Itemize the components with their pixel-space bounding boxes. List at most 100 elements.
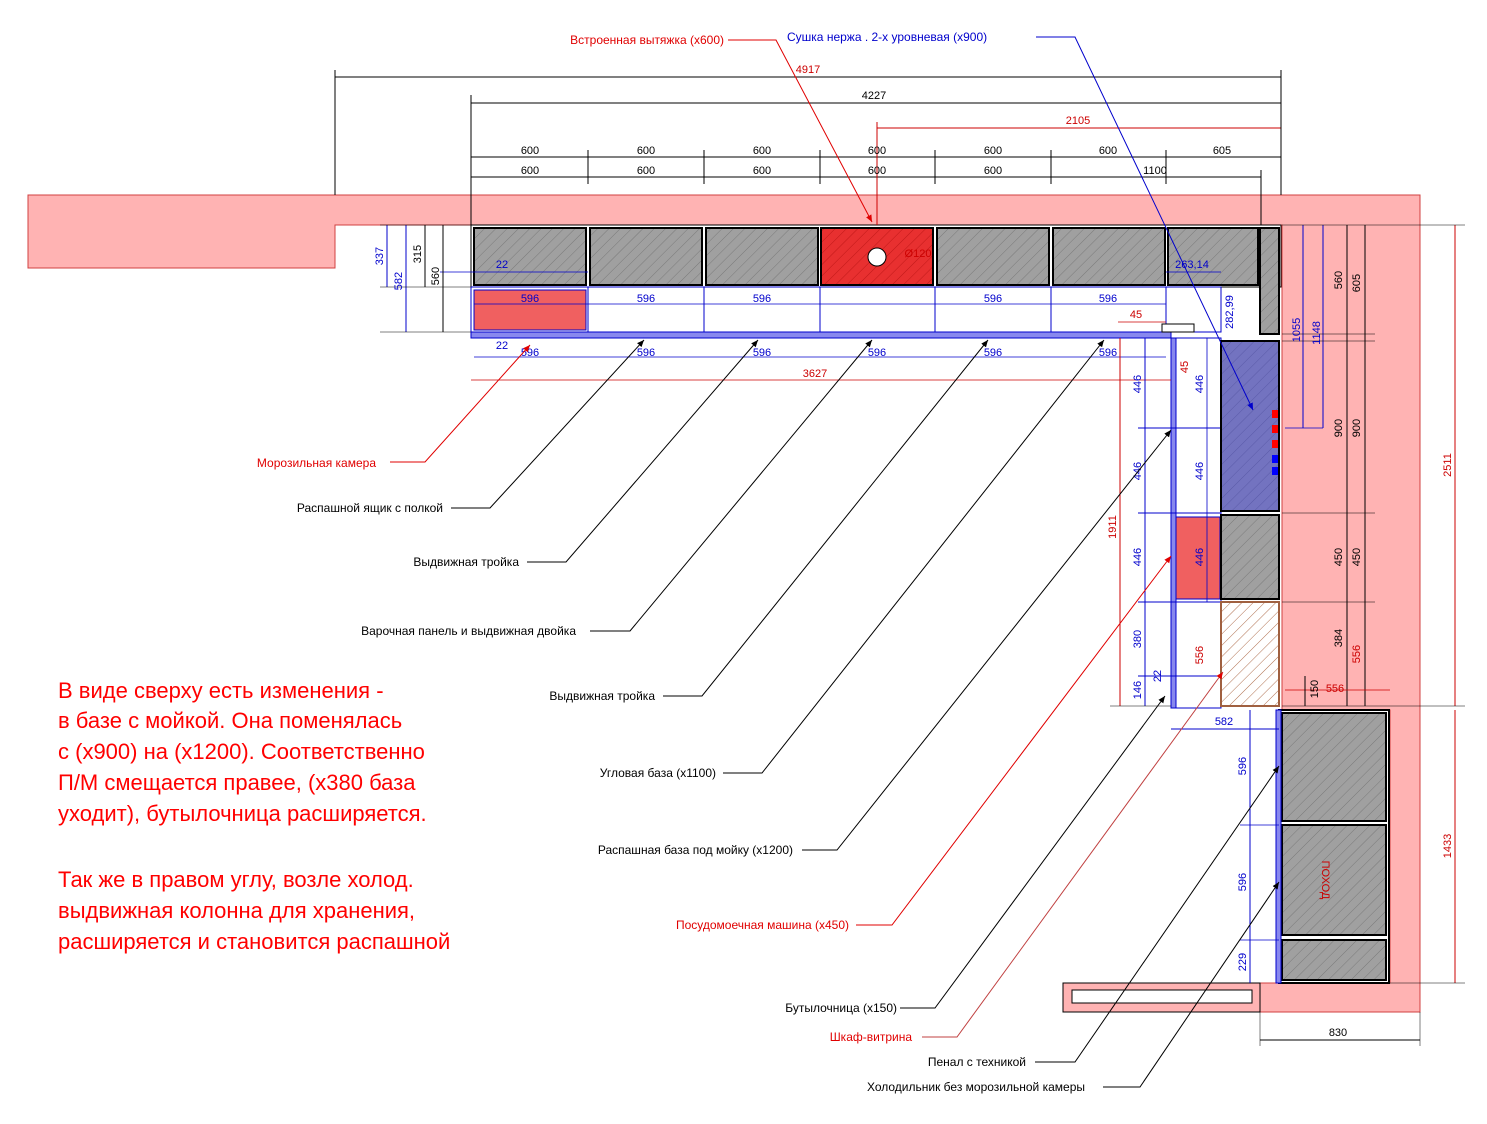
- dim-2511: 2511: [1442, 453, 1454, 477]
- label-swing-drawer: Распашной ящик с полкой: [297, 501, 443, 515]
- dim-582: 582: [393, 272, 405, 290]
- dim-560r: 560: [1333, 271, 1345, 289]
- label-showcase: Шкаф-витрина: [830, 1030, 913, 1044]
- upper-dim-4: 596: [1099, 293, 1117, 305]
- note-line-3: с (х900) на (х1200). Соответственно: [58, 739, 425, 764]
- dim-446e: 446: [1194, 462, 1206, 480]
- lower-dim-2: 596: [753, 347, 771, 359]
- label-sink-base: Распашная база под мойку (х1200): [598, 843, 793, 857]
- dim-2105: 2105: [1066, 115, 1090, 127]
- upper-dim-2: 596: [753, 293, 771, 305]
- dim-596a: 596: [1237, 757, 1249, 775]
- dim-1911: 1911: [1107, 515, 1119, 539]
- lower-inner-dims: 596 596 596 596 596 596: [474, 347, 1166, 359]
- dim-596b: 596: [1237, 873, 1249, 891]
- label-pullout-triple-1: Выдвижная тройка: [413, 555, 519, 569]
- dim-row1-6: 605: [1213, 145, 1231, 157]
- dim-560: 560: [430, 267, 442, 285]
- dim-229: 229: [1237, 953, 1249, 971]
- dim-1055: 1055: [1291, 318, 1303, 342]
- pohod-label: ПОХОД: [1319, 861, 1331, 900]
- lower-dim-3: 596: [868, 347, 886, 359]
- label-appliance-column: Пенал с техникой: [928, 1055, 1026, 1069]
- lower-dim-0: 596: [521, 347, 539, 359]
- dim-row2-0: 600: [521, 165, 539, 177]
- right-dims: [1282, 224, 1465, 984]
- dim-45a: 45: [1130, 309, 1142, 321]
- hood-duct-icon: [867, 247, 887, 267]
- dim-120: Ø120: [905, 248, 932, 260]
- dim-150: 150: [1309, 680, 1321, 698]
- dim-556c: 556: [1194, 646, 1206, 664]
- dim-3627: 3627: [803, 368, 827, 380]
- note-line-8: расширяется и становится распашной: [58, 929, 450, 954]
- note-line-5: уходит), бутылочница расширяется.: [58, 801, 427, 826]
- dim-446c: 446: [1132, 548, 1144, 566]
- base-cabinets-right: [1170, 337, 1280, 709]
- lower-dim-5: 596: [1099, 347, 1117, 359]
- freezer-cabinet: [473, 289, 587, 331]
- dim-row2-4: 600: [984, 165, 1002, 177]
- dim-556r: 556: [1351, 645, 1363, 663]
- dim-row1-5: 600: [1099, 145, 1117, 157]
- dim-384: 384: [1333, 629, 1345, 647]
- dim-row2-3: 600: [868, 165, 886, 177]
- dim-146: 146: [1132, 681, 1144, 699]
- note-line-2: в базе с мойкой. Она поменялась: [58, 708, 402, 733]
- upper-dim-3: 596: [984, 293, 1002, 305]
- lower-dim-4: 596: [984, 347, 1002, 359]
- dim-row2-1: 600: [637, 165, 655, 177]
- dim-450b: 450: [1351, 548, 1363, 566]
- dim-row-2: 600 600 600 600 600 1100: [521, 165, 1167, 177]
- dim-row1-3: 600: [868, 145, 886, 157]
- label-hob: Варочная панель и выдвижная двойка: [361, 624, 576, 638]
- dim-315: 315: [412, 245, 424, 263]
- upper-inner-dims: 596 596 596 596 596: [474, 293, 1166, 305]
- note-line-6: Так же в правом углу, возле холод.: [58, 867, 414, 892]
- dim-900a: 900: [1333, 419, 1345, 437]
- dim-556h: 556: [1326, 683, 1344, 695]
- change-notes: В виде сверху есть изменения - в базе с …: [58, 678, 450, 954]
- dim-row-1: 600 600 600 600 600 600 605: [521, 145, 1231, 157]
- upper-dim-1: 596: [637, 293, 655, 305]
- dim-22c: 22: [1152, 670, 1164, 682]
- label-bottle: Бутылочница (х150): [785, 1001, 897, 1015]
- dim-1433: 1433: [1442, 834, 1454, 858]
- dim-380: 380: [1132, 630, 1144, 648]
- dim-446f: 446: [1194, 548, 1206, 566]
- dim-446d: 446: [1194, 375, 1206, 393]
- upper-dim-0: 596: [521, 293, 539, 305]
- dim-337: 337: [374, 247, 386, 265]
- note-line-4: П/М смещается правее, (х380 база: [58, 770, 416, 795]
- dim-582b: 582: [1215, 716, 1233, 728]
- dim-row2-2: 600: [753, 165, 771, 177]
- top-dimensions: [334, 70, 1282, 225]
- dim-22b: 22: [496, 340, 508, 352]
- label-dishwasher: Посудомоечная машина (х450): [676, 918, 849, 932]
- tall-cabinets: ПОХОД: [1275, 709, 1390, 984]
- base-cabinets-top: [470, 286, 1222, 339]
- dim-830: 830: [1329, 1027, 1347, 1039]
- dim-450a: 450: [1333, 548, 1345, 566]
- label-corner-base: Угловая база (х1100): [600, 766, 716, 780]
- dim-row1-2: 600: [753, 145, 771, 157]
- showcase-cabinet: [1220, 601, 1280, 707]
- note-line-1: В виде сверху есть изменения -: [58, 678, 384, 703]
- label-freezer: Морозильная камера: [257, 456, 376, 470]
- column-dims: [1110, 338, 1208, 707]
- note-line-7: выдвижная колонна для хранения,: [58, 898, 415, 923]
- labels: Встроенная вытяжка (х600) Сушка нержа . …: [257, 30, 1085, 1094]
- dim-4917: 4917: [796, 64, 820, 76]
- dim-605r: 605: [1351, 274, 1363, 292]
- dim-22a: 22: [496, 259, 508, 271]
- dim-900b: 900: [1351, 419, 1363, 437]
- walls: [27, 194, 1421, 1013]
- lower-dim-1: 596: [637, 347, 655, 359]
- dim-263: 263,14: [1175, 259, 1209, 271]
- dim-1148: 1148: [1311, 321, 1323, 345]
- dim-row2-5: 1100: [1143, 165, 1167, 177]
- dim-282: 282,99: [1224, 295, 1236, 329]
- dim-row1-0: 600: [521, 145, 539, 157]
- dryer-cabinet: [1220, 340, 1280, 512]
